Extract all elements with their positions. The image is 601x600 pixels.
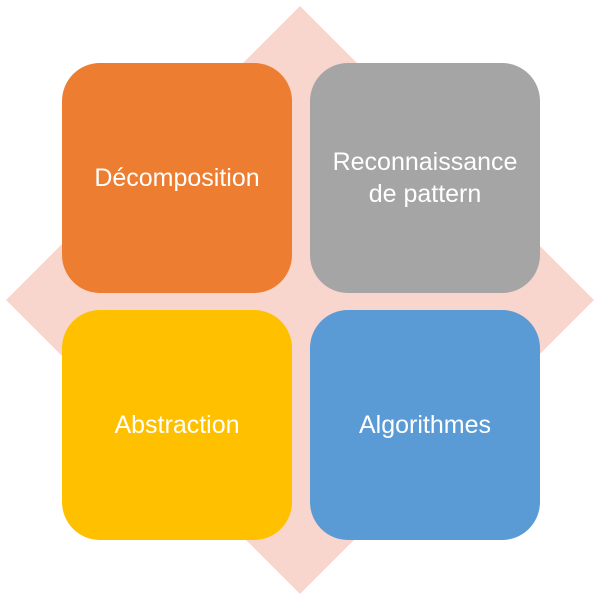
card-pattern-recognition-line2: de pattern [368,180,482,208]
card-algorithms-label: Algorithmes [359,410,491,439]
card-abstraction-label: Abstraction [114,410,240,439]
card-decomposition-label: Décomposition [94,163,260,192]
card-pattern-recognition: Reconnaissance de pattern [310,63,540,293]
card-abstraction: Abstraction [62,310,292,540]
card-pattern-recognition-line1: Reconnaissance [332,147,518,176]
card-decomposition: Décomposition [62,63,292,293]
card-pattern-recognition-label: Reconnaissance de pattern [333,146,518,211]
card-algorithms: Algorithmes [310,310,540,540]
